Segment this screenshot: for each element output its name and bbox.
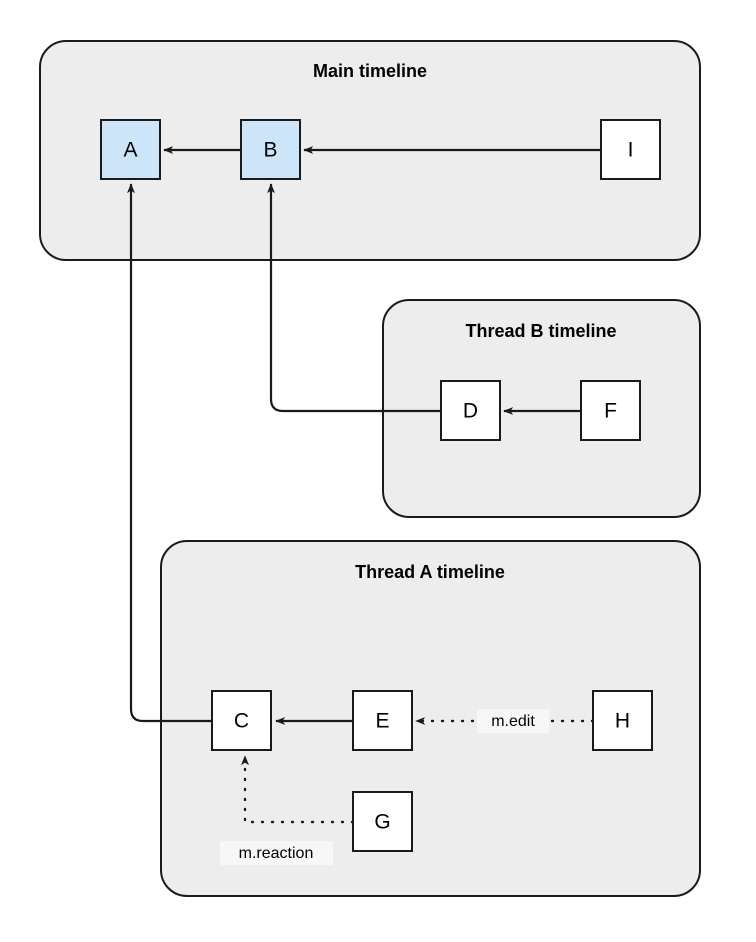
node-f-label: F — [604, 400, 617, 423]
group-thread-a-timeline-title: Thread A timeline — [355, 562, 505, 582]
node-e-label: E — [375, 710, 389, 733]
node-i-box — [600, 119, 661, 180]
node-i[interactable]: I — [600, 119, 661, 180]
edge-g-to-c-label: m.reaction — [239, 845, 314, 862]
node-g-label: G — [374, 811, 390, 834]
node-g[interactable]: G — [352, 791, 413, 852]
group-thread-b-timeline-title: Thread B timeline — [465, 321, 616, 341]
edge-d-to-b — [267, 183, 441, 413]
node-b-box — [240, 119, 301, 180]
node-a-label: A — [123, 139, 137, 162]
node-a-box — [100, 119, 161, 180]
node-e-box — [352, 690, 413, 751]
node-f[interactable]: F — [580, 380, 641, 441]
node-d-box — [440, 380, 501, 441]
group-thread-b-timeline-box — [382, 299, 701, 518]
edge-g-to-c — [241, 754, 355, 824]
node-b[interactable]: B — [240, 119, 301, 180]
node-h-box — [592, 690, 653, 751]
node-b-label: B — [263, 139, 277, 162]
edge-g-to-c-label-bg — [220, 841, 333, 865]
node-d-label: D — [463, 400, 478, 423]
node-c-box — [211, 690, 272, 751]
node-e[interactable]: E — [352, 690, 413, 751]
group-thread-a-timeline-box — [160, 540, 701, 897]
edge-c-to-a — [127, 183, 212, 723]
node-c[interactable]: C — [211, 690, 272, 751]
edge-h-to-e-label: m.edit — [491, 713, 535, 730]
node-i-label: I — [628, 139, 634, 162]
node-a[interactable]: A — [100, 119, 161, 180]
group-thread-a-timeline[interactable]: Thread A timeline — [160, 540, 701, 897]
node-h[interactable]: H — [592, 690, 653, 751]
node-f-box — [580, 380, 641, 441]
node-d[interactable]: D — [440, 380, 501, 441]
node-g-box — [352, 791, 413, 852]
node-h-label: H — [615, 710, 630, 733]
group-main-timeline-title: Main timeline — [313, 61, 427, 81]
edge-h-to-e-label-bg — [477, 709, 549, 733]
node-c-label: C — [234, 710, 249, 733]
group-thread-b-timeline[interactable]: Thread B timeline — [382, 299, 701, 518]
